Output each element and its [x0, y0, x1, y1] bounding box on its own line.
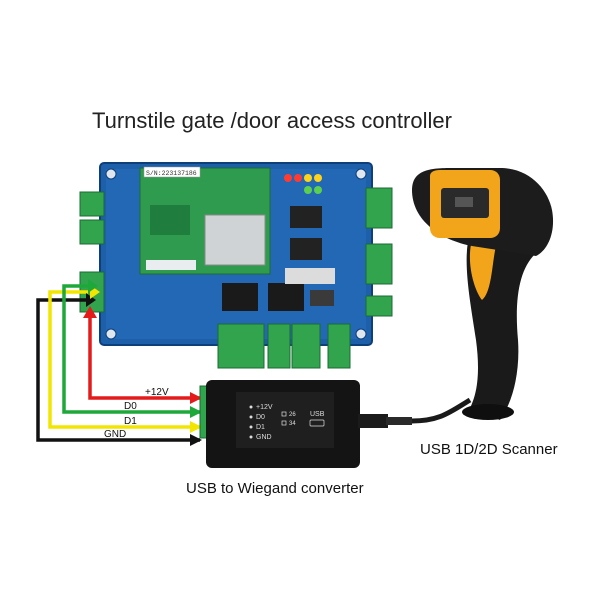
- wire-label-gnd: GND: [104, 429, 126, 440]
- converter-mode-26: 26: [289, 412, 296, 418]
- wire-12v: [88, 318, 200, 400]
- wire-label-d0: D0: [124, 401, 137, 412]
- converter-pin-gnd: GND: [256, 434, 272, 441]
- serial-number-label: S/N:223137186: [146, 170, 197, 177]
- usb-wiegand-converter: +12V D0 D1 GND 26 34 USB: [199, 380, 472, 468]
- arrowhead-conv-d0: [190, 406, 202, 418]
- arrowhead-gnd: [86, 293, 96, 307]
- arrowhead-conv-12v: [190, 392, 202, 404]
- scanner-caption: USB 1D/2D Scanner: [420, 441, 558, 458]
- wires: [36, 284, 200, 442]
- barcode-scanner: [412, 168, 554, 420]
- arrowhead-d0: [88, 279, 98, 293]
- wire-d1: [48, 290, 200, 429]
- arrowhead-conv-gnd: [190, 434, 202, 446]
- diagram-title: Turnstile gate /door access controller: [92, 108, 452, 133]
- wire-d0: [62, 284, 200, 414]
- access-controller-board: S/N:223137186: [79, 162, 393, 369]
- wire-gnd: [36, 298, 200, 442]
- arrowhead-conv-d1: [190, 421, 202, 433]
- wire-label-d1: D1: [124, 416, 137, 427]
- converter-mode-34: 34: [289, 421, 296, 427]
- wire-arrowheads: [83, 279, 202, 446]
- wire-label-12v: +12V: [145, 387, 169, 398]
- converter-pin-d1: D1: [256, 424, 265, 431]
- converter-pin-d0: D0: [256, 414, 265, 421]
- converter-caption: USB to Wiegand converter: [186, 480, 364, 497]
- arrowhead-12v: [83, 306, 97, 318]
- converter-pin-12v: +12V: [256, 404, 273, 411]
- converter-usb-label: USB: [310, 411, 325, 418]
